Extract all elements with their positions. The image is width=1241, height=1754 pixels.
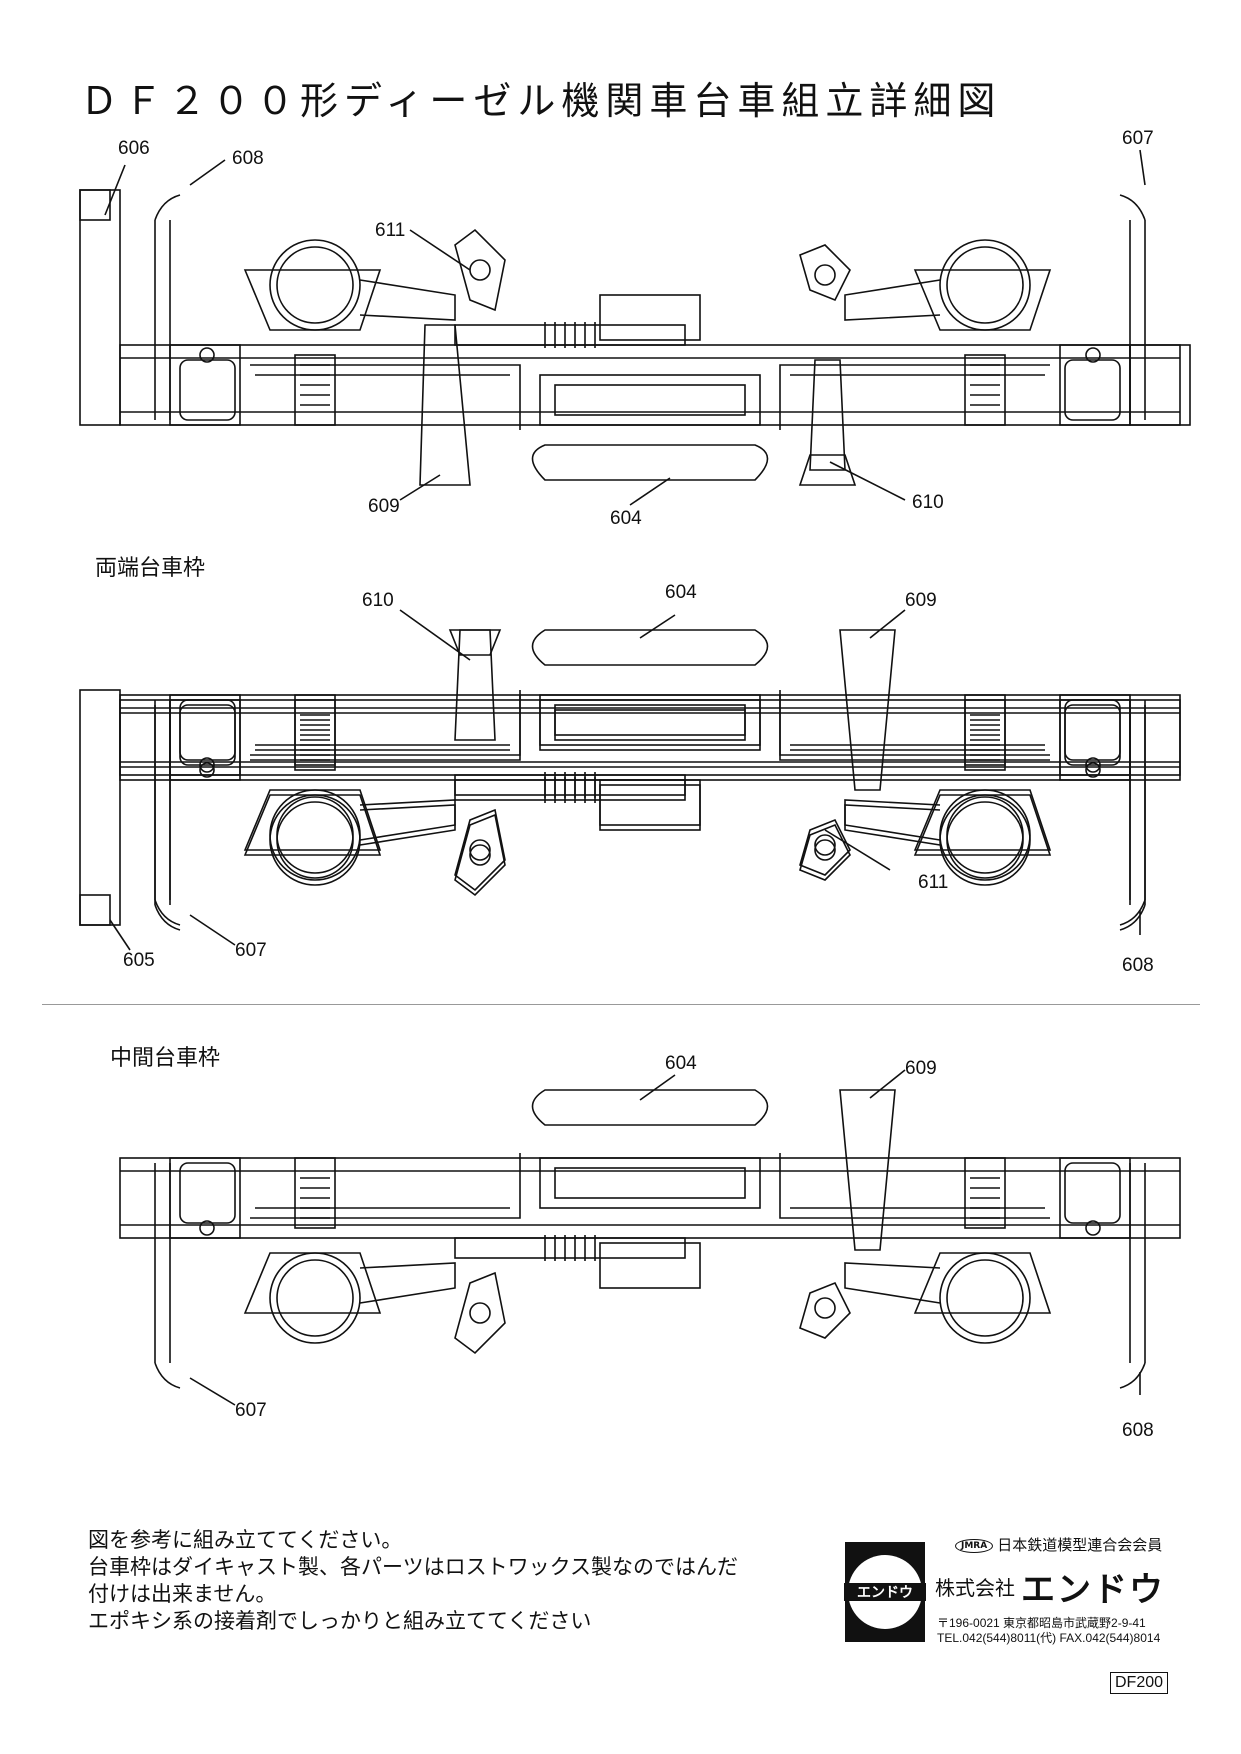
- part-label-608: 608: [1122, 1420, 1154, 1441]
- page-title: ＤＦ２００形ディーゼル機関車台車組立詳細図: [80, 79, 1002, 123]
- section-label-middle-frame: 中間台車枠: [110, 1046, 221, 1071]
- bottom-bogie-view: [119, 1069, 1181, 1406]
- part-label-605: 605: [123, 950, 155, 971]
- note-line: 図を参考に組み立ててください。: [88, 1528, 403, 1552]
- part-label-611: 611: [375, 220, 406, 241]
- company-logo: エンドウ: [844, 1542, 926, 1642]
- phone-line: TEL.042(544)8011(代) FAX.042(544)8014: [937, 1631, 1161, 1645]
- part-label-610: 610: [362, 590, 394, 611]
- middle-bogie-view: [119, 694, 1181, 931]
- part-label-607: 607: [1122, 128, 1154, 149]
- model-code-box: DF200: [1110, 1672, 1169, 1694]
- note-line: エポキシ系の接着剤でしっかりと組み立ててください: [88, 1609, 592, 1633]
- company-name: 株式会社エンドウ: [935, 1562, 1165, 1611]
- address-line: 〒196-0021 東京都昭島市武蔵野2-9-41: [937, 1616, 1146, 1630]
- company-brand: エンドウ: [1021, 1570, 1165, 1610]
- part-label-608: 608: [232, 148, 264, 169]
- association-name: 日本鉄道模型連合会会員: [997, 1536, 1163, 1554]
- part-label-607: 607: [235, 940, 267, 961]
- part-label-609: 609: [905, 1058, 937, 1079]
- part-label-609: 609: [905, 590, 937, 611]
- part-label-609: 609: [368, 496, 400, 517]
- company-address: 〒196-0021 東京都昭島市武蔵野2-9-41 TEL.042(544)80…: [937, 1616, 1160, 1646]
- part-label-610: 610: [912, 492, 944, 513]
- note-line: 台車枠はダイキャスト製、各パーツはロストワックス製なのではんだ: [88, 1555, 738, 1579]
- section-divider: [42, 1004, 1200, 1005]
- middle-bogie-extras: [79, 609, 1181, 951]
- part-label-608: 608: [1122, 955, 1154, 976]
- part-label-611: 611: [918, 872, 949, 893]
- part-label-604: 604: [665, 582, 697, 603]
- part-label-606: 606: [118, 138, 150, 159]
- part-label-607: 607: [235, 1400, 267, 1421]
- section-label-end-frame: 両端台車枠: [95, 556, 206, 581]
- part-label-604: 604: [665, 1053, 697, 1074]
- logo-text: エンドウ: [844, 1583, 926, 1601]
- association-logo: JMRA: [955, 1538, 994, 1553]
- note-line: 付けは出来ません。: [88, 1582, 277, 1606]
- top-bogie-view: [79, 149, 1191, 506]
- assembly-notes: 図を参考に組み立ててください。 台車枠はダイキャスト製、各パーツはロストワックス…: [88, 1527, 738, 1635]
- part-label-604: 604: [610, 508, 642, 529]
- company-prefix: 株式会社: [935, 1576, 1015, 1600]
